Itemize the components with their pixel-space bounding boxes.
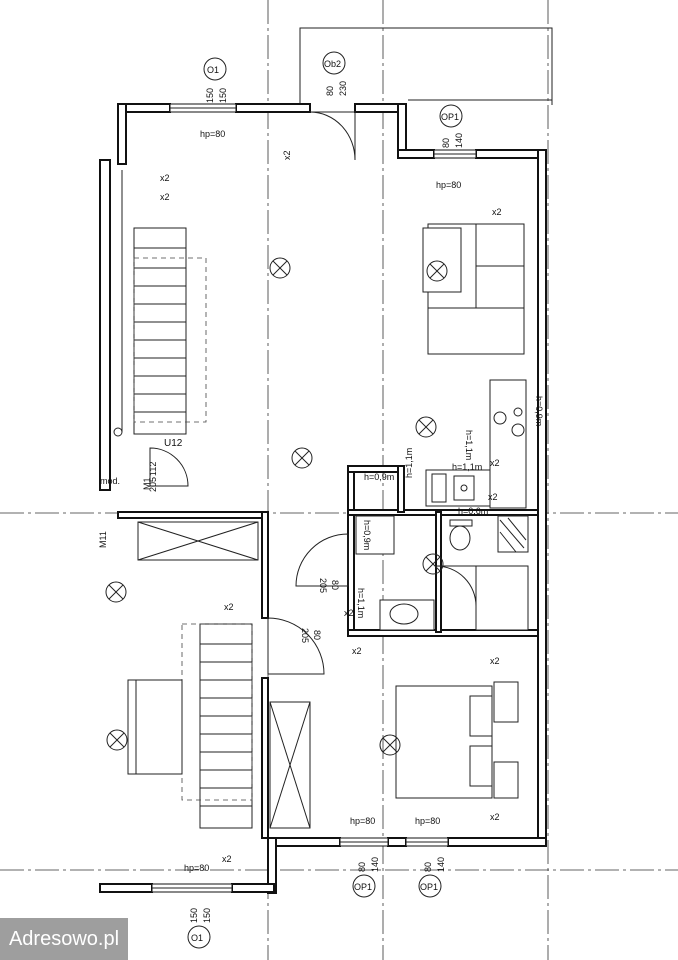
socket-label: x2 <box>224 602 234 612</box>
door-w1: 80 <box>330 580 340 590</box>
staircase-upper <box>113 170 207 437</box>
door-w2: 80 <box>312 630 322 640</box>
hp-bottom-3: hp=80 <box>184 863 209 873</box>
mark-o1-top-w: 150 <box>205 88 215 103</box>
height-kitchen-2: h=1,1m <box>404 448 414 478</box>
socket-label: x2 <box>160 173 170 183</box>
light-symbol <box>426 260 448 282</box>
door-m1-h: 205 <box>148 477 158 492</box>
kitchen <box>425 379 527 509</box>
mark-op1-b2-w: 80 <box>423 862 433 872</box>
light-symbol <box>415 416 437 438</box>
light-symbol <box>269 257 291 279</box>
socket-label: x2 <box>490 458 500 468</box>
watermark-badge: Adresowo.pl <box>0 918 128 960</box>
height-bath-3: h=1,1m <box>356 588 366 618</box>
light-symbol <box>422 553 444 575</box>
height-right-2: h=1,1m <box>464 430 474 460</box>
stair-label: U12 <box>164 438 183 449</box>
mark-op1-b1-w: 80 <box>357 862 367 872</box>
windows <box>151 103 477 893</box>
height-bath-1: h=0,9m <box>362 520 372 550</box>
mark-o1-bottom: O1 <box>191 933 203 943</box>
door-h2: 205 <box>300 628 310 643</box>
socket-label: x2 <box>160 192 170 202</box>
socket-label: x2 <box>488 492 498 502</box>
height-kitchen-1: h=0,9m <box>364 472 394 482</box>
mark-o1-bottom-h: 150 <box>202 908 212 923</box>
hp-bottom-1: hp=80 <box>350 816 375 826</box>
window-marks <box>187 51 463 949</box>
sofa <box>422 223 525 355</box>
mark-o1-top: O1 <box>207 65 219 75</box>
ceiling-lights <box>105 257 448 756</box>
bed <box>395 681 519 799</box>
socket-label: x2 <box>490 812 500 822</box>
door-m1: M1 <box>142 477 152 490</box>
door-h1: 205 <box>318 578 328 593</box>
hp-bottom-2: hp=80 <box>415 816 440 826</box>
doors <box>149 447 477 675</box>
outer-walls <box>99 103 547 894</box>
light-symbol <box>106 729 128 751</box>
mark-op1-b1-h: 140 <box>370 857 380 872</box>
mark-o1-bottom-w: 150 <box>189 908 199 923</box>
mark-op1-right-h: 140 <box>454 133 464 148</box>
door-m11: M11 <box>98 531 108 548</box>
light-symbol <box>379 734 401 756</box>
mark-o1-top-h: 150 <box>218 88 228 103</box>
socket-label: x2 <box>490 656 500 666</box>
mark-op1-b2: OP1 <box>420 882 438 892</box>
balcony-door <box>309 111 356 161</box>
terrace-outline <box>299 27 553 105</box>
light-symbol <box>291 447 313 469</box>
door-m1-w: 112 <box>148 462 158 476</box>
socket-label: x2 <box>344 608 354 618</box>
light-symbol <box>105 581 127 603</box>
mark-op1-right: OP1 <box>441 112 459 122</box>
socket-label: x2 <box>492 207 502 217</box>
socket-label: x2 <box>222 854 232 864</box>
mark-op1-right-w: 80 <box>441 138 451 148</box>
height-kitchen-3: h=1,1m <box>452 462 482 472</box>
mark-ob2-w: 80 <box>325 86 335 96</box>
socket-label: x2 <box>352 646 362 656</box>
mark-ob2: Ob2 <box>324 59 341 69</box>
mark-ob2-h: 230 <box>338 81 348 96</box>
mark-op1-b1: OP1 <box>354 882 372 892</box>
bathroom <box>355 515 529 631</box>
cabinets <box>127 521 311 829</box>
staircase-lower <box>181 623 253 829</box>
height-right: h=0,9m <box>534 396 544 426</box>
hp-top-right: hp=80 <box>436 180 461 190</box>
hp-top-left: hp=80 <box>200 129 225 139</box>
socket-label: x2 <box>282 150 292 160</box>
height-bath-2: h=0,6m <box>458 506 488 516</box>
mark-op1-b2-h: 140 <box>436 857 446 872</box>
label-mod: mod. <box>100 476 120 486</box>
